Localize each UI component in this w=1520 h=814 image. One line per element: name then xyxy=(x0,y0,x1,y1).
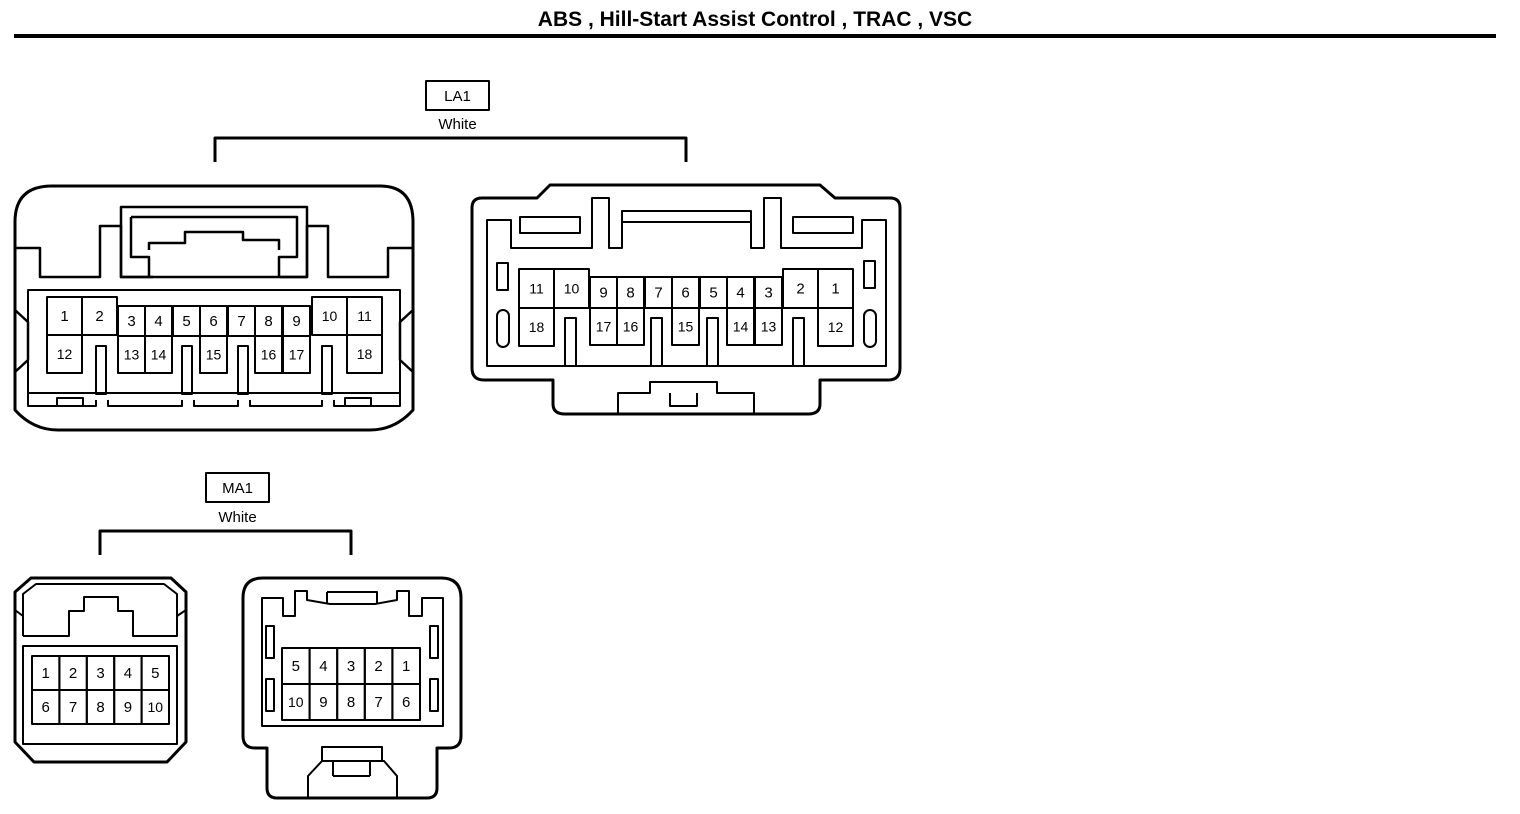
pin-number: 10 xyxy=(322,308,338,324)
pin-number: 6 xyxy=(42,699,50,716)
pin-number: 6 xyxy=(681,285,689,302)
pin-number: 6 xyxy=(209,313,217,330)
pin-number: 2 xyxy=(796,281,804,298)
pin-number: 6 xyxy=(402,694,410,711)
pin-number: 8 xyxy=(626,285,634,302)
pin-number: 12 xyxy=(57,346,73,362)
pin-number: 5 xyxy=(151,665,159,682)
pin-cell xyxy=(671,307,700,346)
pin-number: 1 xyxy=(60,308,68,325)
la1-label: LA1 White xyxy=(425,80,490,133)
pin-number: 7 xyxy=(374,694,382,711)
pin-number: 9 xyxy=(319,694,327,711)
pin-number: 15 xyxy=(206,347,222,363)
la1-id: LA1 xyxy=(444,88,471,105)
pin-cell xyxy=(754,307,783,346)
title-rule xyxy=(14,34,1496,38)
pin-number: 1 xyxy=(831,281,839,298)
pin-number: 16 xyxy=(261,347,277,363)
pin-cell xyxy=(140,689,171,725)
pin-number: 2 xyxy=(69,665,77,682)
pin-number: 16 xyxy=(623,319,639,335)
pin-cell xyxy=(346,334,383,374)
pin-number: 8 xyxy=(347,694,355,711)
pin-number: 8 xyxy=(264,313,272,330)
pin-number: 4 xyxy=(124,665,132,682)
pin-number: 4 xyxy=(154,313,162,330)
pin-number: 3 xyxy=(127,313,135,330)
pin-cell xyxy=(282,335,311,374)
pin-number: 17 xyxy=(289,347,305,363)
pin-number: 12 xyxy=(828,319,844,335)
la1-color: White xyxy=(438,116,476,133)
pin-number: 13 xyxy=(761,319,777,335)
pin-number: 13 xyxy=(124,347,140,363)
pin-number: 10 xyxy=(564,281,580,297)
pin-number: 9 xyxy=(599,285,607,302)
pin-number: 18 xyxy=(529,319,545,335)
pin-number: 9 xyxy=(292,313,300,330)
pin-number: 1 xyxy=(402,658,410,675)
pin-number: 2 xyxy=(95,308,103,325)
la1-bracket xyxy=(213,136,688,162)
ma1-bracket xyxy=(98,529,353,555)
pin-number: 5 xyxy=(292,658,300,675)
pin-number: 18 xyxy=(357,346,373,362)
pin-number: 11 xyxy=(357,308,372,324)
pin-number: 8 xyxy=(96,699,104,716)
pin-number: 7 xyxy=(237,313,245,330)
pin-number: 7 xyxy=(654,285,662,302)
pin-cell xyxy=(817,307,854,347)
pin-number: 17 xyxy=(596,319,612,335)
pin-number: 3 xyxy=(96,665,104,682)
pin-number: 4 xyxy=(736,285,744,302)
pin-cell xyxy=(391,683,421,721)
ma1-label: MA1 White xyxy=(205,472,270,526)
la1-component-connector: 11 10 9 8 7 6 5 4 3 2 1 18 17 16 15 14 13 12 xyxy=(470,183,902,416)
pin-cell xyxy=(518,307,555,347)
pin-number: 7 xyxy=(69,699,77,716)
pin-cell xyxy=(616,307,645,346)
pin-number: 3 xyxy=(764,285,772,302)
pin-number: 14 xyxy=(151,347,167,363)
pin-number: 3 xyxy=(347,658,355,675)
pin-number: 2 xyxy=(374,658,382,675)
pin-number: 4 xyxy=(319,658,327,675)
pin-number: 10 xyxy=(288,694,304,710)
pin-number: 5 xyxy=(709,285,717,302)
page-title: ABS , Hill-Start Assist Control , TRAC ,… xyxy=(537,8,973,31)
pin-number: 5 xyxy=(182,313,190,330)
ma1-color: White xyxy=(218,509,256,526)
pin-cell xyxy=(144,335,173,374)
ma1-harness-connector: 1 2 3 4 5 6 7 8 9 10 xyxy=(13,576,188,764)
pin-number: 14 xyxy=(733,319,749,335)
pin-cell xyxy=(199,335,228,374)
ma1-id: MA1 xyxy=(222,480,253,497)
pin-number: 11 xyxy=(529,281,544,297)
pin-number: 9 xyxy=(124,699,132,716)
pin-number: 15 xyxy=(678,319,694,335)
pin-number: 10 xyxy=(148,699,164,715)
ma1-component-connector: 5 4 3 2 1 10 9 8 7 6 xyxy=(241,576,463,800)
pin-cell xyxy=(46,334,83,374)
pin-number: 1 xyxy=(42,665,50,682)
